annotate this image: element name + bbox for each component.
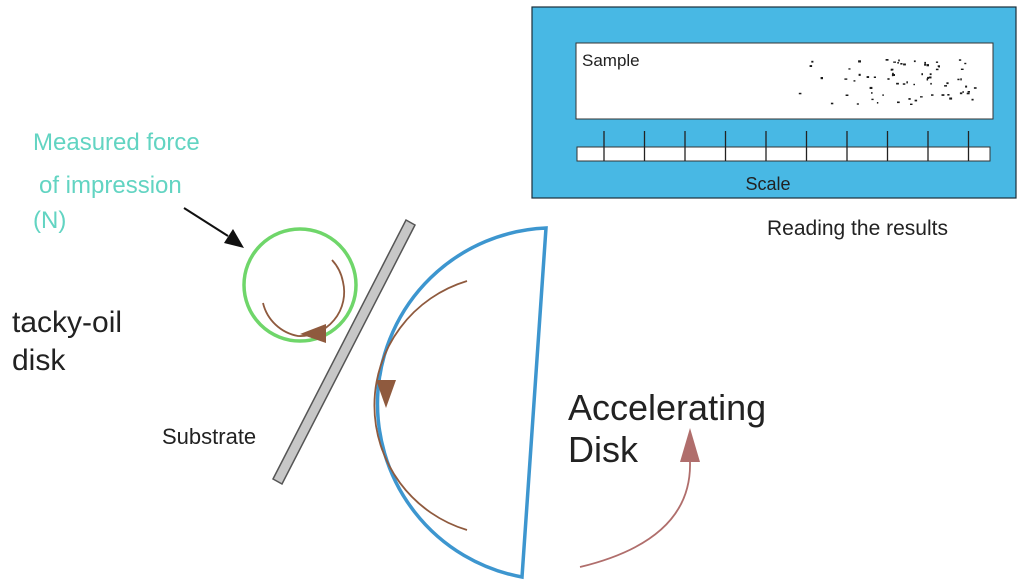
sample-speckle [947,94,950,96]
accelerating-disk-rotation-arrow-icon [373,280,468,531]
tacky-oil-disk-line-2: disk [12,344,66,377]
sample-speckle [971,98,974,101]
sample-speckle [896,82,899,85]
sample-speckle [910,103,913,105]
sample-speckle [928,76,932,79]
sample-speckle [853,80,856,82]
measured-force-line-2: of impression [39,172,182,199]
sample-speckle [798,92,802,95]
results-panel: Sample Scale [531,6,1017,199]
sample-speckle [845,94,849,96]
sample-speckle [873,76,876,78]
sample-box [575,42,994,120]
scale-ticks [603,131,970,161]
sample-speckle [960,78,962,81]
sample-speckle [935,61,939,63]
sample-speckle [902,83,906,85]
sample-speckle [929,73,932,76]
sample-speckle [949,97,953,100]
acceleration-arrow-icon [579,428,700,568]
sample-speckle [944,85,947,87]
sample-speckle [913,60,916,63]
sample-speckle [913,83,915,86]
sample-speckle [924,63,927,66]
scale-label: Scale [745,174,790,194]
reading-results-caption: Reading the results [767,217,948,240]
sample-speckle [882,94,884,96]
tacky-oil-disk [242,227,358,343]
sample-speckle [924,61,926,64]
sample-label: Sample [582,51,640,70]
sample-speckle [893,61,896,63]
sample-speckle [941,94,945,96]
sample-speckle [892,72,894,75]
sample-speckle [921,73,923,76]
sample-speckle [892,74,895,76]
sample-speckles [798,59,977,105]
sample-speckle [876,102,879,104]
sample-speckle [858,60,861,63]
sample-speckle [866,76,870,78]
sample-speckle [959,92,963,95]
sample-speckle [966,92,970,95]
sample-speckle [869,86,873,89]
sample-speckle [903,63,906,66]
sample-speckle [920,96,923,98]
sample-speckle [906,81,908,84]
measured-force-line-3: (N) [33,207,66,234]
sample-speckle [946,82,949,85]
sample-speckle [962,91,964,93]
sample-strip: Sample [575,42,994,120]
sample-speckle [935,68,939,71]
sample-speckle [885,59,889,61]
sample-speckle [964,62,967,65]
sample-speckle [900,63,903,65]
sample-speckle [926,64,929,67]
substrate-plate [272,218,416,486]
measured-force-line-1: Measured force [33,129,200,156]
sample-speckle [871,92,873,94]
accelerating-disk-line-2: Disk [568,429,639,470]
sample-speckle [926,78,929,81]
sample-speckle [856,103,859,105]
sample-speckle [931,94,934,96]
sample-speckle [897,62,899,64]
sample-speckle [965,85,968,88]
sample-speckle [960,68,964,70]
sample-speckle [890,69,893,71]
pointer-arrow-icon [183,207,244,248]
sample-speckle [844,78,848,80]
accelerating-disk-line-1: Accelerating [568,387,766,428]
sample-speckle [914,99,918,102]
sample-speckle [958,59,962,61]
sample-speckle [967,91,970,93]
sample-speckle [858,73,861,76]
tacky-oil-disk-line-1: tacky-oil [12,306,122,339]
tacky-disk-rotation-arrow-icon [262,259,346,343]
substrate-label: Substrate [162,424,256,449]
sample-speckle [830,102,834,105]
sample-speckle [927,76,929,79]
measured-force-label: Measured force of impression (N) [33,129,200,234]
scale-bar: Scale [576,131,991,194]
sample-speckle [809,65,813,67]
sample-speckle [938,65,940,68]
sample-speckle [930,82,932,85]
sample-speckle [871,98,874,101]
sample-speckle [973,87,977,89]
sample-speckle [820,77,823,80]
sample-speckle [811,60,814,63]
sample-speckle [897,101,900,104]
sample-speckle [898,59,900,62]
sample-speckle [848,68,851,70]
sample-speckle [887,78,890,80]
scale-strip [576,146,991,162]
sample-speckle [908,98,911,100]
accelerating-disk [375,226,548,580]
sample-speckle [957,78,960,81]
